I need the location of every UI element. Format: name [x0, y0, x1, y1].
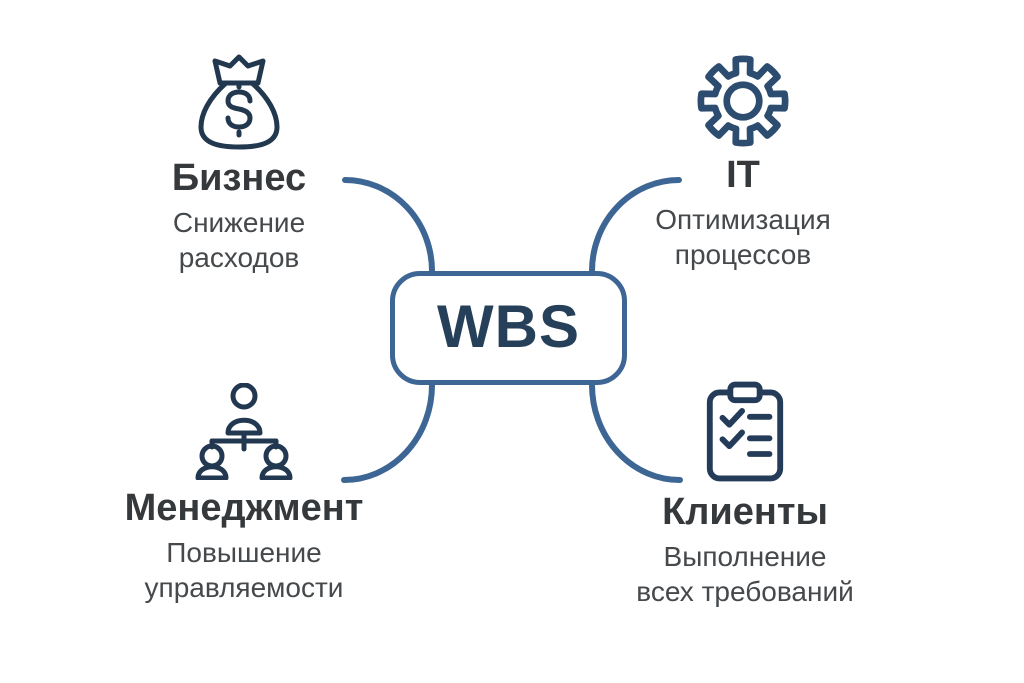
gear-icon	[697, 55, 789, 147]
connector-bottom-right	[589, 382, 683, 483]
clipboard-checklist-icon	[706, 381, 784, 482]
quadrant-it-title: IT	[726, 154, 760, 196]
quadrant-business-subtitle: Снижение расходов	[172, 207, 306, 273]
org-chart-icon	[195, 383, 293, 480]
quadrant-management-subtitle: Повышение управляемости	[144, 537, 344, 603]
connector-top-right	[589, 177, 682, 274]
money-bag-icon	[198, 54, 280, 150]
quadrant-management: Менеджмент Повышение управляемости	[84, 383, 404, 605]
quadrant-clients-subtitle: Выполнение всех требований	[636, 541, 854, 607]
center-node-label: WBS	[437, 292, 580, 360]
quadrant-business-title: Бизнес	[171, 157, 307, 199]
connector-bottom-left	[341, 382, 435, 483]
quadrant-management-title: Менеджмент	[124, 487, 364, 529]
quadrant-it-subtitle: Оптимизация процессов	[655, 204, 831, 270]
quadrant-clients-title: Клиенты	[662, 491, 828, 533]
quadrant-business: Бизнес Снижение расходов	[79, 50, 399, 275]
connector-top-left	[342, 177, 435, 274]
center-node: WBS	[390, 271, 627, 385]
quadrant-it: IT Оптимизация процессов	[583, 55, 903, 272]
quadrant-clients: Клиенты Выполнение всех требований	[585, 380, 905, 609]
